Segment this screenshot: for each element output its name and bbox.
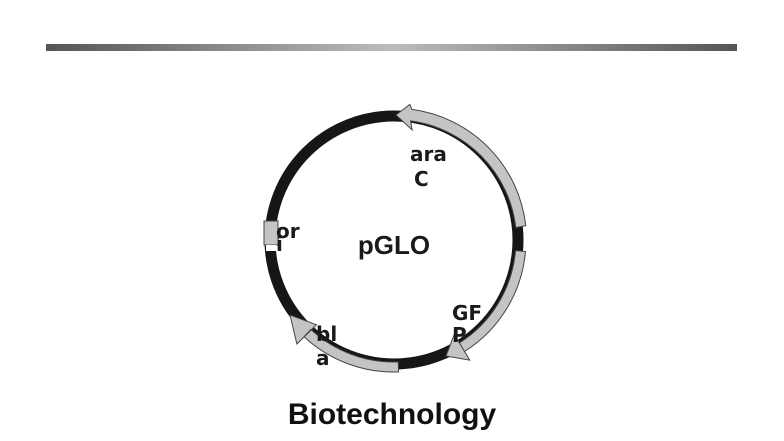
plasmid-name: pGLO [358,230,430,260]
gene-arrow-bla [289,314,400,373]
label-ori-line2: i [276,232,283,256]
label-gfp-line1: GF [452,301,482,325]
label-ori-line1: or [276,219,300,243]
label-arac-line1: ara [410,142,447,166]
label-bla-line2: a [316,346,330,370]
footer-title: Biotechnology [287,398,497,431]
label-arac-line2: C [414,167,429,191]
label-bla-line1: bl [316,322,337,346]
gene-arrow-gfp [445,250,527,361]
gene-arrow-arac [395,103,527,229]
label-gfp-line2: P [452,323,467,347]
header-divider [46,44,737,51]
ori-white-gap [266,245,276,251]
